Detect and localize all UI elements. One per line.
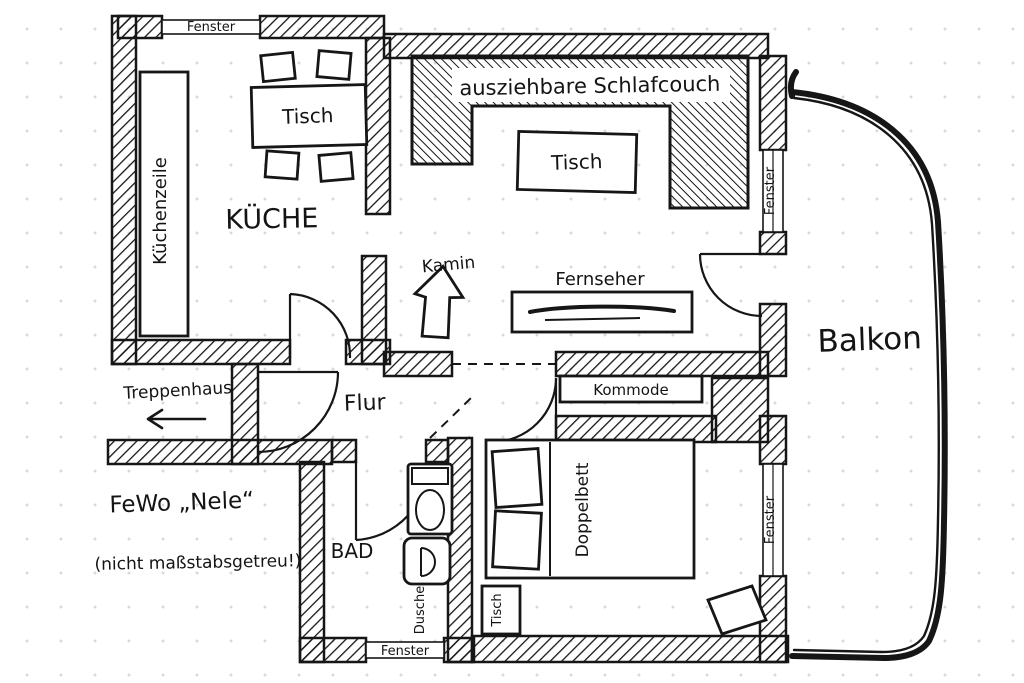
walls [106, 14, 790, 664]
kitchen-chair [315, 49, 353, 81]
wall-right-mid [758, 230, 788, 256]
tv-scribble [528, 304, 676, 314]
label-window-living: Fenster [763, 166, 778, 215]
label-fireplace: Kamin [421, 253, 476, 278]
label-window-bathroom: Fenster [381, 644, 430, 659]
label-double-bed: Doppelbett [573, 462, 593, 557]
dresser [558, 374, 704, 404]
wall-hall-bottom-b [424, 438, 450, 464]
wall-divider-lower [360, 254, 388, 366]
stairwell-arrow [146, 408, 207, 430]
label-stairwell: Treppenhaus [122, 378, 233, 404]
wall-hall-bottom-a [330, 438, 358, 464]
label-living-table: Tisch [550, 149, 603, 175]
couch-label-plate [452, 68, 730, 102]
label-sleeper-couch: ausziehbare Schlafcouch [459, 72, 720, 101]
label-scale-note: (nicht maßstabsgetreu!) [94, 551, 301, 575]
wall-bedroom-right-upper [758, 414, 788, 466]
label-kitchen-counter: Küchenzeile [150, 157, 171, 265]
label-shower: Dusche [413, 586, 428, 634]
wall-outer-left [110, 14, 138, 366]
wall-hall-top-left [382, 350, 454, 378]
label-plan-title: FeWo „Nele“ [109, 487, 254, 518]
wall-stairwell-bottom [106, 438, 334, 466]
tv-scribble-line [544, 317, 641, 321]
kitchen-chair [259, 50, 297, 84]
bedroom-furniture [480, 438, 768, 636]
wall-bath-left [298, 460, 326, 664]
living-table [515, 130, 639, 194]
text-labels: Fenster Tisch Küchenzeile KÜCHE ausziehb… [94, 20, 922, 659]
window-top [161, 19, 261, 35]
label-kitchen: KÜCHE [225, 202, 319, 236]
windows [161, 19, 784, 659]
label-hallway: Flur [343, 390, 387, 416]
kitchen-counter [138, 70, 190, 338]
label-bedroom-table: Tisch [490, 593, 505, 627]
door-bedroom-arc [491, 377, 558, 444]
kitchen-chair [263, 149, 301, 181]
door-entrance-arc [257, 371, 340, 454]
label-window-bedroom: Fenster [763, 495, 778, 544]
bathroom-fixtures [402, 462, 454, 586]
toilet-tank [411, 467, 449, 485]
sink [402, 536, 452, 586]
bedside-table [480, 584, 522, 636]
wall-bedroom-bottom [470, 634, 790, 664]
opening-hall-corner [429, 397, 472, 439]
wall-bedroom-top [554, 414, 718, 444]
window-bathroom-bottom [365, 641, 445, 659]
wall-divider-upper [364, 36, 392, 216]
kitchen-table [249, 83, 369, 149]
label-dresser: Kommode [593, 381, 668, 399]
wall-bath-bottom-left [298, 636, 368, 664]
fireplace-arrow [412, 264, 466, 340]
label-tv: Fernseher [555, 269, 645, 290]
living-furniture [410, 54, 750, 340]
bedroom-rug [706, 584, 768, 636]
kitchen-furniture [138, 49, 369, 338]
balcony-outline [787, 69, 948, 661]
door-balcony-arc [698, 253, 763, 318]
pillow [490, 446, 544, 510]
hall-elements [146, 374, 704, 430]
wall-bedroom-top-post [710, 376, 770, 444]
door-kitchen-arc [289, 292, 352, 359]
wall-kitchen-top-right [258, 14, 386, 40]
toilet-bowl [415, 489, 445, 531]
wall-right-upper [758, 54, 788, 152]
sink-basin-curve [420, 547, 436, 577]
balcony-curve-inner [792, 96, 940, 654]
pillow [491, 509, 543, 571]
wall-kitchen-bottom-left [110, 338, 292, 366]
label-window-top: Fenster [187, 20, 236, 35]
wall-hall-top-right [554, 350, 770, 378]
balcony-curve [787, 69, 948, 661]
toilet [406, 462, 454, 536]
kitchen-chair [317, 151, 355, 183]
label-kitchen-table: Tisch [281, 103, 334, 129]
wall-living-top [382, 32, 770, 60]
label-balcony: Balkon [817, 320, 923, 360]
label-bathroom: BAD [331, 539, 374, 563]
